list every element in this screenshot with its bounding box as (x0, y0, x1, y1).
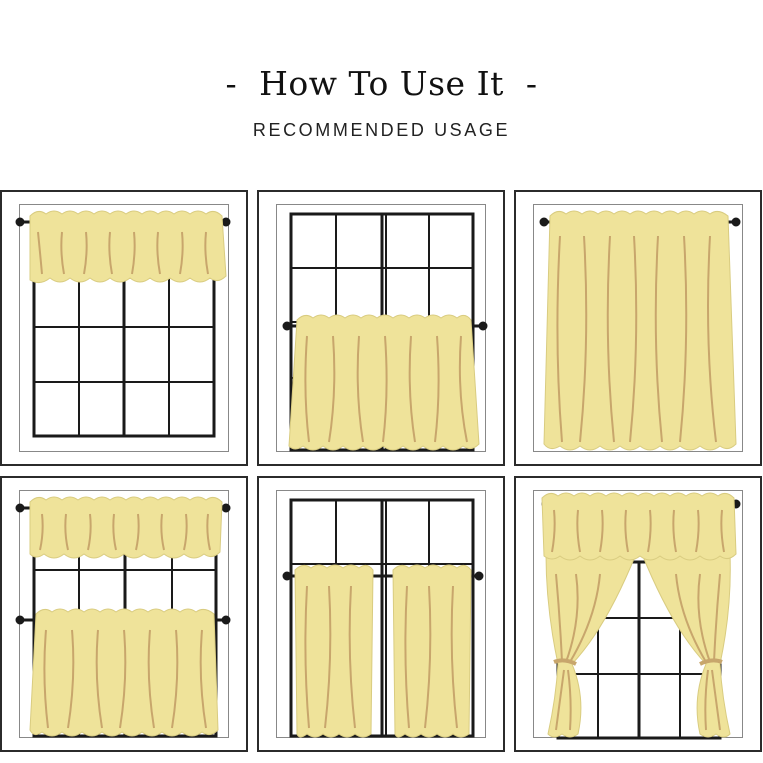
usage-panel-tier (257, 190, 505, 466)
tieback-panel-left (545, 553, 637, 738)
full-panel-illustration (539, 210, 741, 451)
tier-curtain-right (392, 564, 472, 738)
page-subtitle: RECOMMENDED USAGE (252, 120, 511, 140)
valance-curtain (29, 496, 223, 559)
tier-pair-illustration (282, 498, 484, 738)
tieback-panel-right (641, 553, 731, 738)
usage-panel-valance-tier (0, 476, 248, 752)
tier-curtain (29, 608, 219, 737)
usage-panel-tieback (514, 476, 762, 752)
tieback-illustration (541, 492, 741, 740)
title-text: How To Use It (259, 64, 504, 103)
tier-curtain-left (294, 564, 374, 738)
usage-panel-valance (0, 190, 248, 466)
valance-curtain (541, 492, 737, 561)
panel-inner-border (533, 204, 743, 452)
tier-illustration (282, 212, 488, 452)
panel-inner-border (19, 204, 229, 452)
full-curtain (543, 210, 737, 451)
valance-curtain (29, 210, 227, 284)
title-dash-right: - (525, 64, 538, 103)
usage-panel-full (514, 190, 762, 466)
tier-curtain (288, 314, 480, 451)
usage-grid (0, 190, 763, 754)
title-dash-left: - (225, 64, 238, 103)
page-title: -How To Use It- (0, 64, 763, 103)
usage-panel-tier-pair (257, 476, 505, 752)
valance-tier-illustration (15, 496, 231, 738)
valance-illustration (15, 210, 231, 438)
